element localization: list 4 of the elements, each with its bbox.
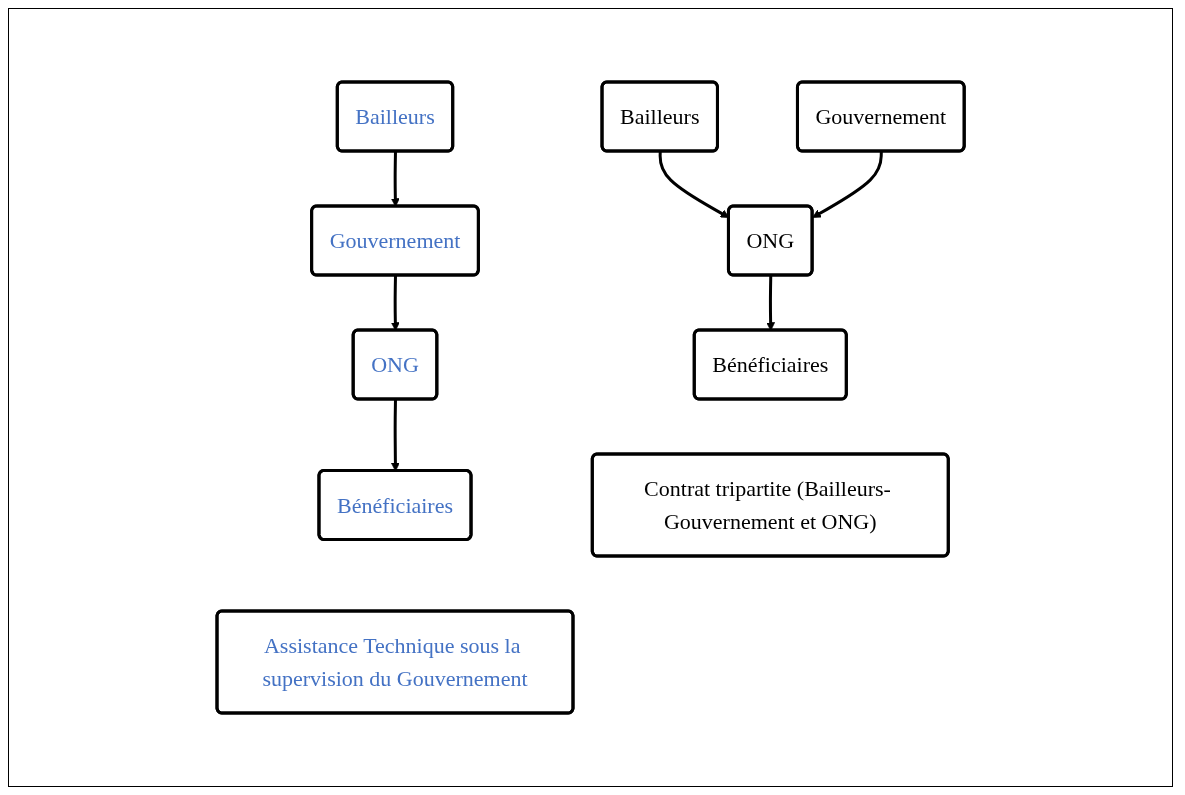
arrow <box>390 151 400 207</box>
arrow <box>766 275 775 331</box>
arrow <box>390 275 400 331</box>
arrow <box>812 151 883 218</box>
